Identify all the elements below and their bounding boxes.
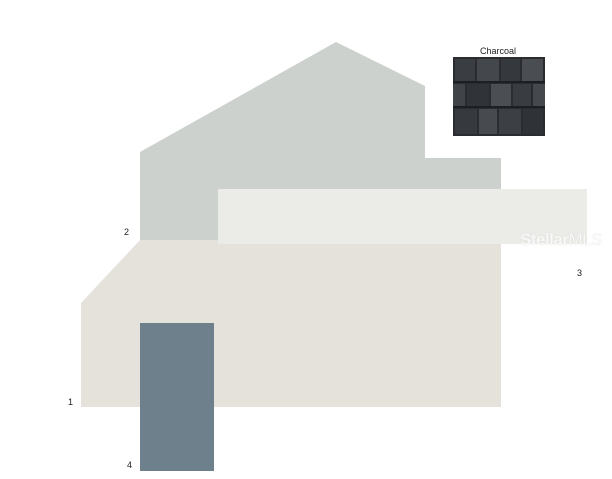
color-label-4: 4 (127, 460, 133, 470)
shingle-texture-icon (453, 57, 545, 136)
watermark-brand: Stellar (520, 230, 569, 249)
roof-swatch-title: Charcoal (479, 46, 517, 56)
color-label-1: 1 (68, 397, 74, 407)
watermark-suffix: MLS (568, 230, 602, 249)
color-label-3: 3 (577, 268, 583, 278)
color-label-2: 2 (124, 227, 130, 237)
front-door (140, 323, 214, 471)
stellar-mls-watermark: StellarMLS (520, 230, 602, 250)
trim-band (218, 189, 587, 244)
